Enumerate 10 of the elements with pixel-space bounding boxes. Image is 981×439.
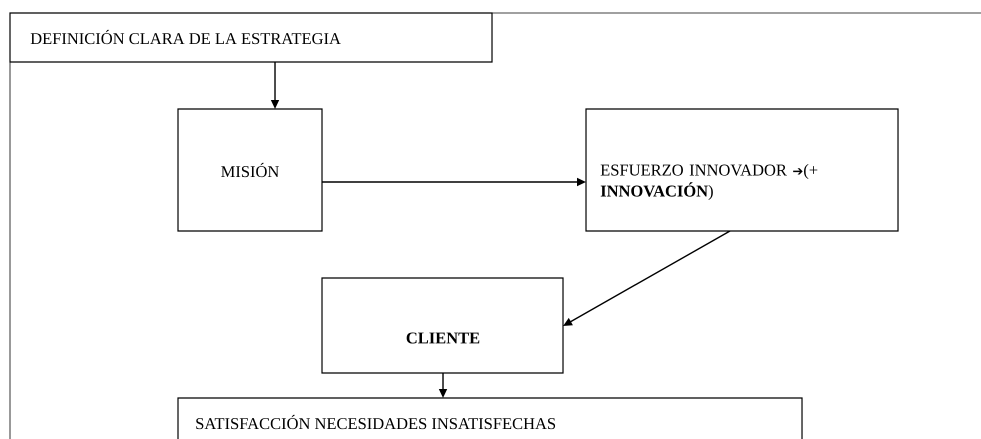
box xyxy=(9,12,493,63)
box-text: CLIENTE xyxy=(406,332,480,344)
box xyxy=(177,108,323,232)
box xyxy=(177,397,803,439)
box xyxy=(321,277,564,374)
box xyxy=(585,108,899,232)
box-text: DEFINICIÓN CLARA DE LA ESTRATEGIA xyxy=(30,30,341,44)
box-text: MISIÓN xyxy=(221,162,279,178)
box-text: ESFUERZO INNOVADOR ➔(+ INNOVACIÓN) xyxy=(600,164,818,200)
box-text: SATISFACCIÓN NECESIDADES INSATISFECHAS xyxy=(196,414,556,430)
